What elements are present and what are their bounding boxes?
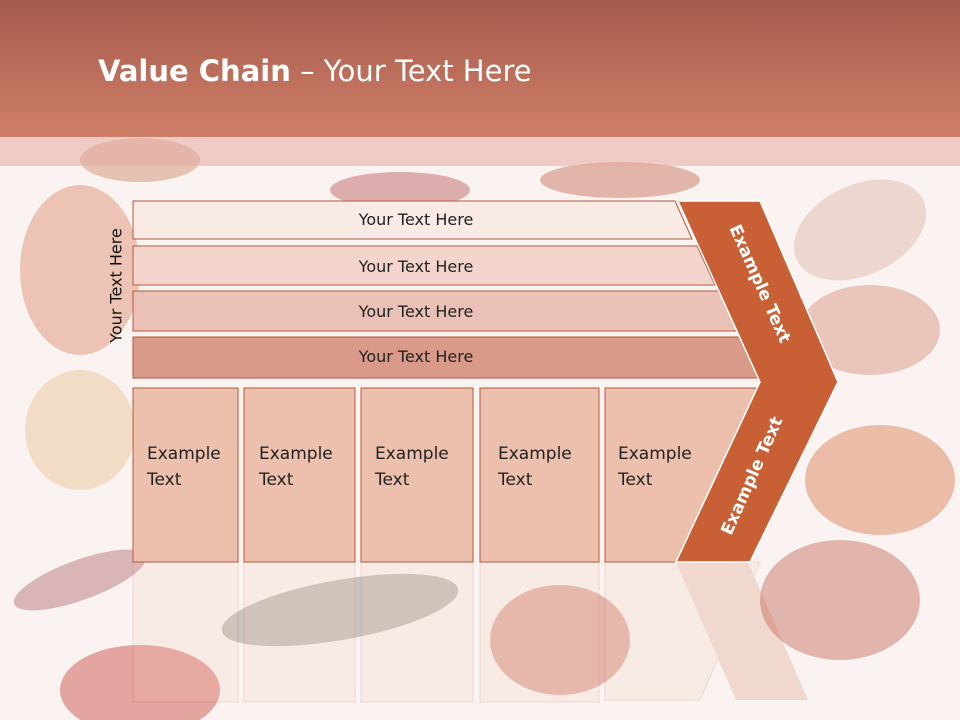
box-1-line2: Text [146,470,182,490]
box-2 [243,387,356,563]
row-1-label: Your Text Here [358,210,474,229]
box-3 [360,387,474,563]
box-3-line2: Text [374,470,410,490]
chevron-arrow [674,200,839,563]
box-4-line2: Text [497,470,533,490]
title-bold: Value Chain [98,54,291,88]
box-5-line1: Example [618,444,692,464]
row-3-label: Your Text Here [358,302,474,321]
box-3-line1: Example [375,444,449,464]
page-title: Value Chain – Your Text Here [98,54,532,88]
box-1-line1: Example [147,444,221,464]
box-4 [479,387,600,563]
title-bar [0,0,960,137]
row-1 [132,200,693,240]
row-2 [132,245,716,286]
box-2-line1: Example [259,444,333,464]
title-band [0,137,960,166]
reflection [132,561,808,703]
box-1 [132,387,239,563]
title-rest: – Your Text Here [290,54,532,88]
row-4-label: Your Text Here [358,347,474,366]
box-4-line1: Example [498,444,572,464]
box-2-line2: Text [258,470,294,490]
row-2-label: Your Text Here [358,257,474,276]
box-5-line2: Text [617,470,653,490]
